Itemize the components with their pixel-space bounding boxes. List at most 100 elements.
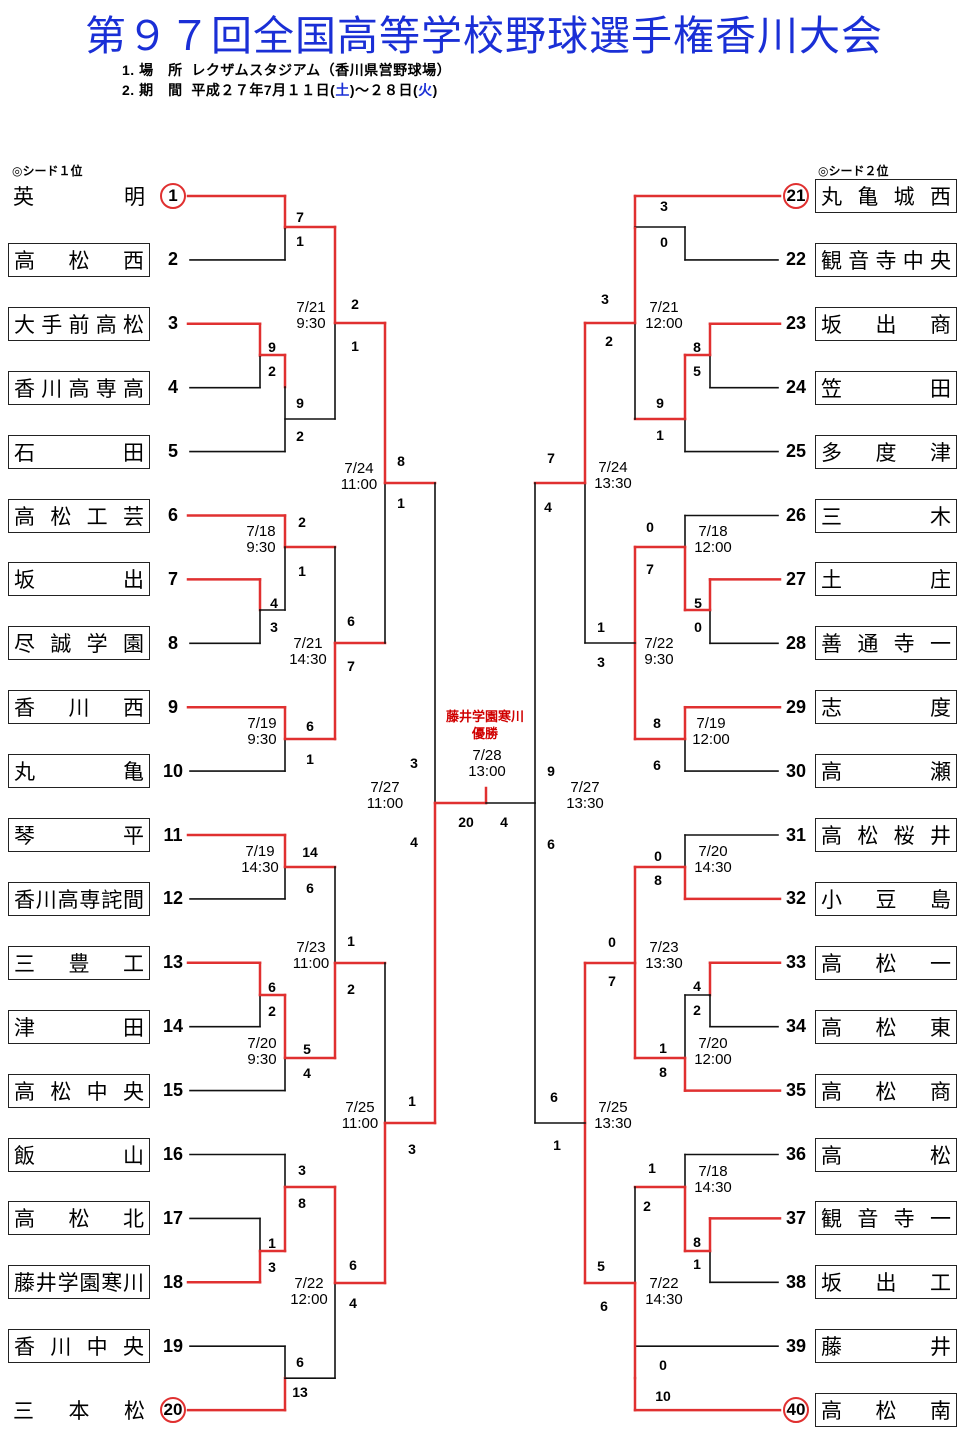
- team-3: 大手前高松: [8, 306, 150, 341]
- team-name-char: 出: [875, 1271, 897, 1296]
- period-line: 2. 期 間 平成２７年7月１１日(土)～２８日(火): [122, 80, 438, 100]
- game-date: 7/21: [293, 635, 323, 652]
- game-time: 9:30: [296, 315, 326, 332]
- team-name-char: 笠: [821, 376, 842, 401]
- team-19: 香川中央: [8, 1329, 150, 1364]
- score-label: 1: [296, 233, 304, 249]
- score-label: 5: [694, 595, 702, 611]
- score-label: 8: [653, 715, 661, 731]
- score-label: 4: [693, 978, 701, 994]
- team-name-char: 寺: [893, 1207, 915, 1232]
- score-label: 8: [298, 1195, 306, 1211]
- game-time: 11:00: [292, 955, 330, 972]
- score-label: 1: [597, 619, 605, 635]
- team-name-char: 音: [848, 248, 870, 273]
- score-label: 13: [292, 1384, 308, 1400]
- team-name-char: 中: [902, 248, 924, 273]
- game-time: 11:00: [340, 476, 378, 493]
- score-label: 1: [659, 1040, 667, 1056]
- team-name-char: 高: [14, 1207, 35, 1232]
- score-label: 6: [306, 880, 314, 896]
- score-label: 2: [693, 1002, 701, 1018]
- game-time: 9:30: [644, 651, 674, 668]
- score-label: 8: [659, 1064, 667, 1080]
- team-name-char: 三: [14, 951, 35, 976]
- team-name-char: 専: [95, 376, 117, 401]
- page-title: 第９７回全国高等学校野球選手権香川大会: [85, 12, 883, 60]
- team-name-char: 琴: [14, 824, 35, 848]
- score-label: 7: [547, 450, 555, 466]
- score-label: 0: [654, 848, 662, 864]
- team-name-char: 木: [930, 504, 951, 529]
- team-number-8: 8: [167, 632, 178, 653]
- champion-label: 藤井学園寒川 優勝: [430, 708, 540, 742]
- team-23: 坂出商: [815, 306, 957, 341]
- team-name-char: 香: [14, 1335, 35, 1360]
- score-label: 2: [298, 514, 306, 530]
- score-label: 3: [660, 198, 668, 214]
- team-12: 香川高専詫間: [8, 881, 150, 916]
- game-time: 11:00: [366, 795, 404, 812]
- team-name-char: 丸: [821, 185, 842, 209]
- team-number-16: 16: [162, 1144, 184, 1164]
- team-name-char: 庄: [930, 568, 951, 593]
- team-27: 土庄: [815, 562, 957, 597]
- score-label: 4: [303, 1065, 311, 1081]
- team-10: 丸亀: [8, 754, 150, 789]
- team-name-char: 出: [875, 312, 897, 337]
- game-date: 7/27: [570, 779, 600, 796]
- team-name-char: 誠: [50, 632, 72, 657]
- team-15: 高松中央: [8, 1073, 150, 1108]
- team-36: 高松: [815, 1137, 957, 1172]
- game-date: 7/20: [698, 1035, 728, 1052]
- score-label: 7: [296, 209, 304, 225]
- team-name-char: 藤: [821, 1335, 842, 1360]
- game-date: 7/18: [246, 523, 276, 540]
- score-label: 1: [408, 1093, 416, 1109]
- game-date: 7/20: [247, 1035, 277, 1052]
- team-name-char: 高: [821, 951, 842, 976]
- team-7: 坂出: [8, 562, 150, 597]
- team-name-char: 観: [821, 248, 842, 273]
- team-number-40: 40: [783, 1397, 809, 1424]
- game-date: 7/22: [644, 635, 674, 652]
- team-name-char: 東: [930, 1015, 951, 1040]
- team-name-char: 平: [123, 824, 144, 848]
- game-date: 7/20: [698, 843, 728, 860]
- team-8: 尽誠学園: [8, 626, 150, 661]
- team-number-2: 2: [167, 249, 178, 270]
- team-name-char: 専: [79, 887, 101, 912]
- team-name-char: 井: [930, 1335, 951, 1360]
- champion-team: 藤井学園寒川: [445, 709, 524, 724]
- game-date: 7/28: [472, 747, 502, 764]
- score-label: 0: [660, 234, 668, 250]
- game-time: 13:30: [594, 1115, 632, 1132]
- team-name-char: 園: [122, 632, 144, 657]
- game-date: 7/25: [598, 1099, 628, 1116]
- team-name-char: 観: [821, 1207, 842, 1232]
- team-name-char: 坂: [821, 312, 842, 337]
- team-name-char: 松: [124, 1399, 145, 1424]
- score-label: 14: [302, 844, 318, 860]
- venue-value: レクザムスタジアム（香川県営野球場）: [191, 62, 452, 78]
- game-date: 7/18: [698, 523, 728, 540]
- team-name-char: 亀: [123, 760, 144, 785]
- score-label: 5: [303, 1041, 311, 1057]
- team-name-char: 尽: [14, 632, 35, 657]
- score-label: 4: [544, 499, 552, 515]
- game-time: 9:30: [247, 1051, 277, 1068]
- score-label: 3: [601, 291, 609, 307]
- period-label: 2. 期 間: [122, 82, 183, 98]
